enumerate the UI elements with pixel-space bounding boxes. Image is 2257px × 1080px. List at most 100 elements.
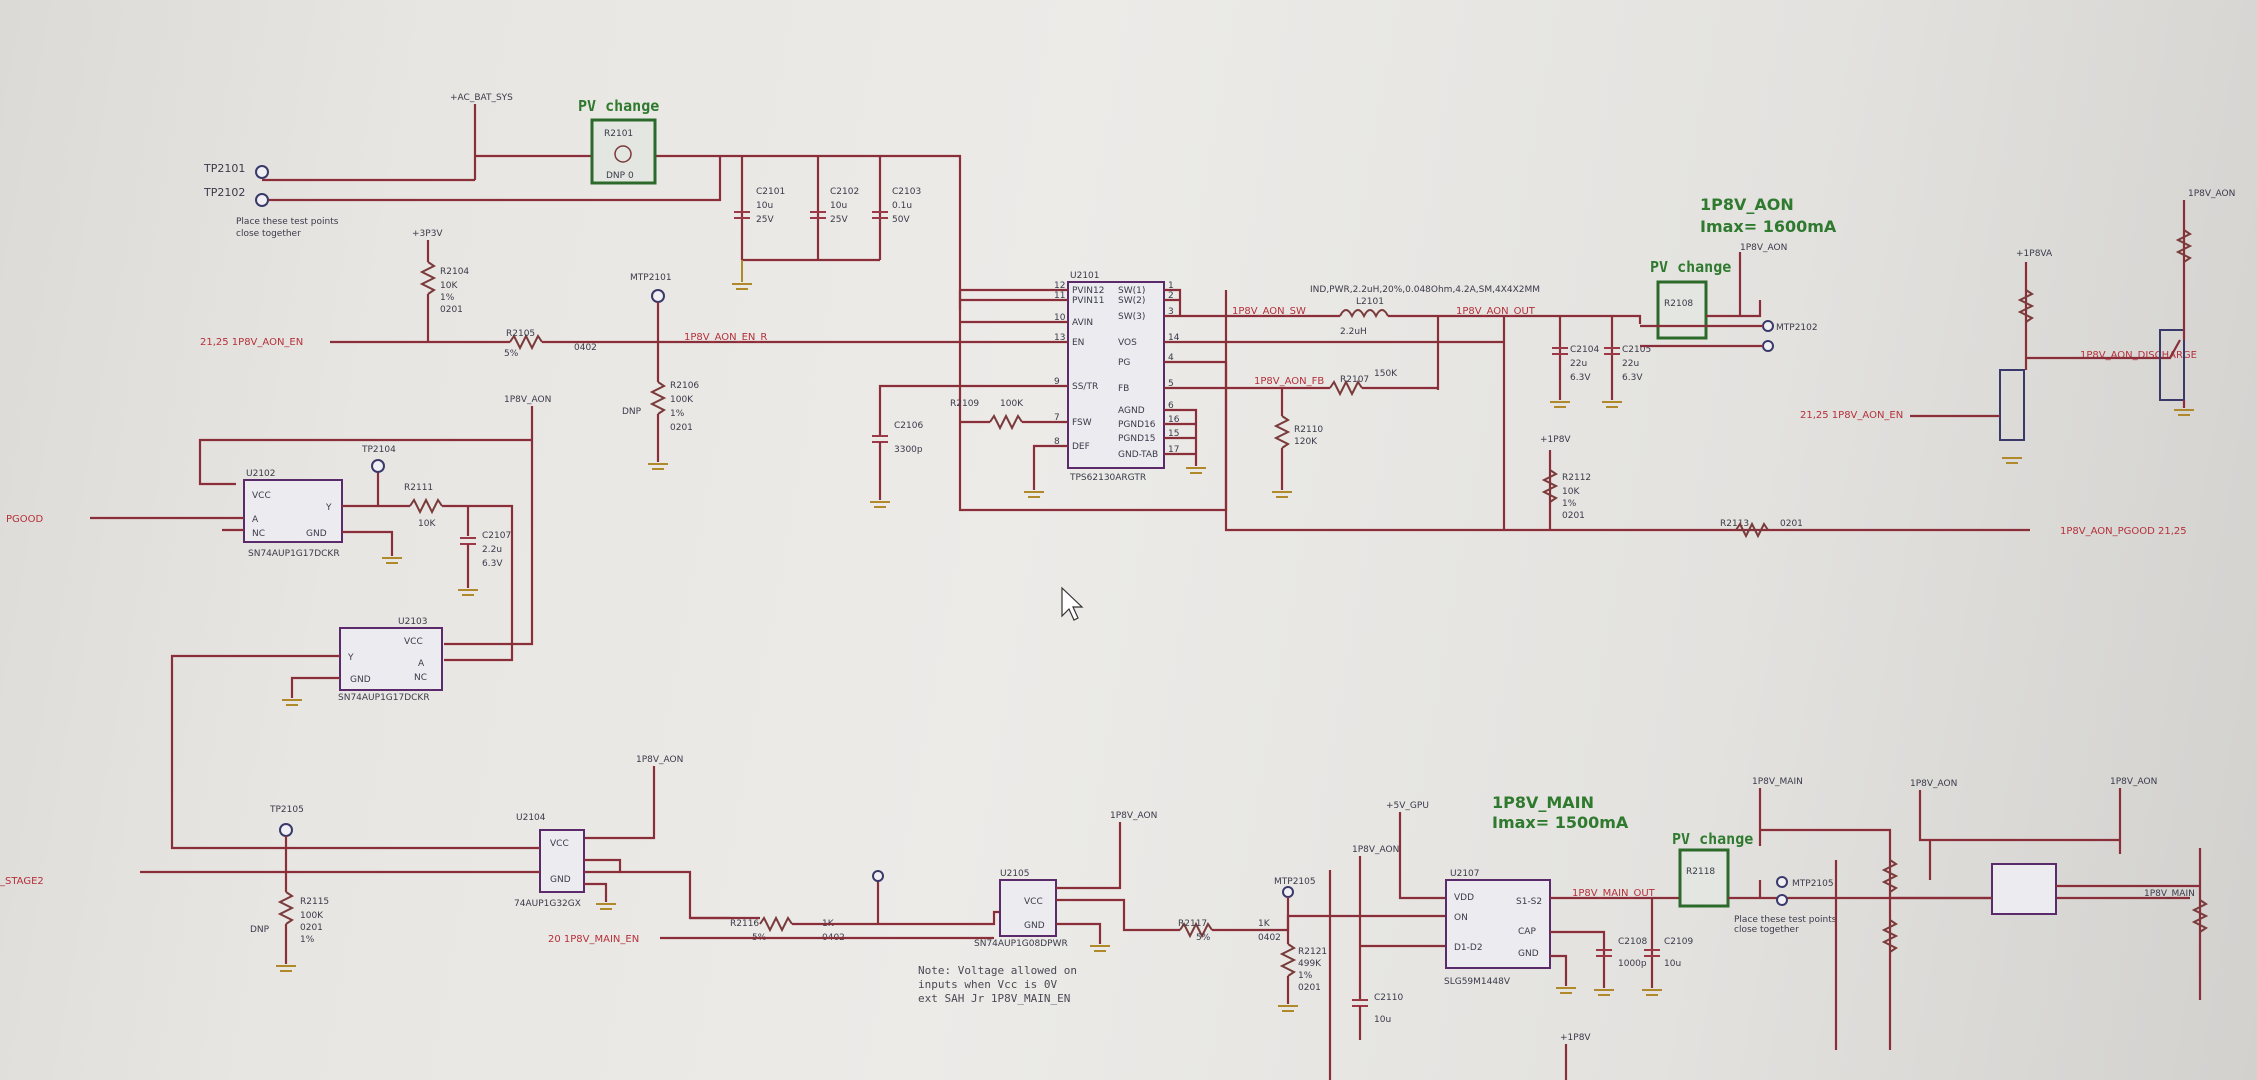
svg-text:R2107: R2107 [1340, 375, 1369, 385]
svg-text:10u: 10u [1374, 1015, 1391, 1025]
u2107-body [1445, 879, 1551, 969]
svg-text:VCC: VCC [252, 491, 271, 501]
main-imax: Imax= 1500mA [1492, 813, 1629, 832]
svg-text:0.1u: 0.1u [892, 201, 912, 211]
rail-ac-bat-sys: +AC_BAT_SYS [450, 93, 513, 103]
svg-text:100K: 100K [300, 911, 324, 921]
aon-output-section: 1P8V_AON_SW IND,PWR,2.2uH,20%,0.048Ohm,4… [1164, 195, 2187, 539]
mtp2103[interactable] [1282, 886, 1294, 898]
tp2101[interactable] [255, 165, 269, 179]
svg-text:VDD: VDD [1454, 893, 1474, 903]
rail-5v-gpu: +5V_GPU [1386, 801, 1429, 811]
u2101-pin-num: 14 [1168, 333, 1180, 343]
svg-text:U2103: U2103 [398, 617, 428, 627]
tp-note-2: close together [236, 229, 301, 239]
svg-text:R2105: R2105 [506, 329, 535, 339]
mtp2101[interactable] [651, 289, 665, 303]
svg-text:1%: 1% [300, 935, 315, 945]
tp2104[interactable] [371, 459, 385, 473]
net-aon-en: 21,25 1P8V_AON_EN [200, 337, 303, 348]
net-aon-en-right: 21,25 1P8V_AON_EN [1800, 410, 1903, 421]
vcc-note-3: ext SAH Jr 1P8V_MAIN_EN [918, 992, 1070, 1005]
svg-text:S1-S2: S1-S2 [1516, 897, 1542, 907]
svg-text:CAP: CAP [1518, 927, 1536, 937]
svg-text:TP2104: TP2104 [361, 445, 396, 455]
u2108-body [1991, 863, 2057, 915]
r2101-val: DNP 0 [606, 171, 634, 181]
svg-text:25V: 25V [830, 215, 848, 225]
tp2103[interactable] [1762, 340, 1774, 352]
svg-text:TP2105: TP2105 [269, 805, 304, 815]
svg-text:0201: 0201 [440, 305, 463, 315]
svg-text:10u: 10u [756, 201, 773, 211]
svg-text:C2107: C2107 [482, 531, 511, 541]
svg-text:R2112: R2112 [1562, 473, 1591, 483]
aon-title: 1P8V_AON [1700, 195, 1794, 214]
tp-main[interactable] [1776, 894, 1788, 906]
svg-text:3300p: 3300p [894, 445, 923, 455]
net-stage2: _STAGE2 [0, 876, 44, 887]
u2101-pin-name: AVIN [1072, 318, 1093, 328]
u2104-or-gate: 1P8V_AON U2104 74AUP1G32GX VCC GND _STAG… [0, 755, 730, 972]
svg-text:C2109: C2109 [1664, 937, 1693, 947]
svg-text:U2107: U2107 [1450, 869, 1480, 879]
net-aon-discharge: 1P8V_AON_DISCHARGE [2080, 350, 2197, 361]
u2101-pin-num: 10 [1054, 313, 1066, 323]
svg-text:R2113: R2113 [1720, 519, 1749, 529]
tp2101-label: TP2101 [203, 162, 245, 175]
u2101-pin-num: 2 [1168, 291, 1174, 301]
svg-text:22u: 22u [1622, 359, 1639, 369]
mtp2101-label: MTP2101 [630, 273, 672, 283]
svg-text:NC: NC [414, 673, 427, 683]
svg-text:C2106: C2106 [894, 421, 923, 431]
svg-text:U2105: U2105 [1000, 869, 1030, 879]
r2101-ref: R2101 [604, 129, 633, 139]
u2101-pin-name: GND-TAB [1118, 450, 1158, 460]
cap-c2102: C2102 10u 25V [810, 187, 859, 225]
svg-text:1000p: 1000p [1618, 959, 1647, 969]
svg-text:0201: 0201 [1562, 511, 1585, 521]
net-pgood: PGOOD [6, 514, 44, 525]
svg-text:1P8V_MAIN: 1P8V_MAIN [2144, 889, 2195, 899]
u2101-pin-name: FSW [1072, 418, 1092, 428]
u2101-pin-name: PG [1118, 358, 1130, 368]
u2101-pin-name: SW(1) [1118, 286, 1145, 296]
svg-text:GND: GND [306, 529, 327, 539]
svg-text:MTP2105: MTP2105 [1792, 879, 1834, 889]
u2101-pin-name: SW(2) [1118, 296, 1145, 306]
u2101-pin-name: PGND16 [1118, 420, 1156, 430]
u2102-body [243, 479, 343, 543]
svg-text:SN74AUP1G17DCKR: SN74AUP1G17DCKR [338, 693, 430, 703]
svg-text:50V: 50V [892, 215, 910, 225]
svg-text:R2115: R2115 [300, 897, 329, 907]
svg-text:2.2u: 2.2u [482, 545, 502, 555]
mtp2105[interactable] [1776, 876, 1788, 888]
u2101-pin-num: 17 [1168, 445, 1179, 455]
svg-text:R2116: R2116 [730, 919, 759, 929]
svg-text:U2104: U2104 [516, 813, 546, 823]
svg-text:0402: 0402 [574, 343, 597, 353]
svg-text:1P8V_AON: 1P8V_AON [1910, 779, 1957, 789]
u2101-pin-name: VOS [1118, 338, 1137, 348]
rail-1p8v: +1P8V [1540, 435, 1571, 445]
main-output-section: PV change R2118 MTP2105 Place these test… [1672, 777, 2209, 1050]
svg-text:0201: 0201 [1298, 983, 1321, 993]
pv-change-label-3: PV change [1672, 830, 1753, 848]
tp2102[interactable] [255, 193, 269, 207]
u2101-pin-num: 7 [1054, 413, 1060, 423]
mtp2104[interactable] [872, 870, 884, 882]
net-aon-sw: 1P8V_AON_SW [1232, 306, 1306, 317]
svg-text:22u: 22u [1570, 359, 1587, 369]
vcc-note-1: Note: Voltage allowed on [918, 964, 1077, 977]
u2103-buffer: U2103 SN74AUP1G17DCKR VCC Y GND A NC [170, 617, 500, 850]
rail-aon-4: 1P8V_AON [1110, 811, 1157, 821]
u2104-body [539, 829, 585, 893]
u2101-pin-name: SW(3) [1118, 312, 1145, 322]
svg-text:L2101: L2101 [1356, 297, 1384, 307]
tp2105[interactable] [279, 823, 293, 837]
net-main-out: 1P8V_MAIN_OUT [1572, 888, 1656, 899]
u2101-pin-num: 1 [1168, 281, 1174, 291]
u2101-pin-num: 5 [1168, 379, 1174, 389]
tp-note-1: Place these test points [236, 217, 339, 227]
mtp2102[interactable] [1762, 320, 1774, 332]
